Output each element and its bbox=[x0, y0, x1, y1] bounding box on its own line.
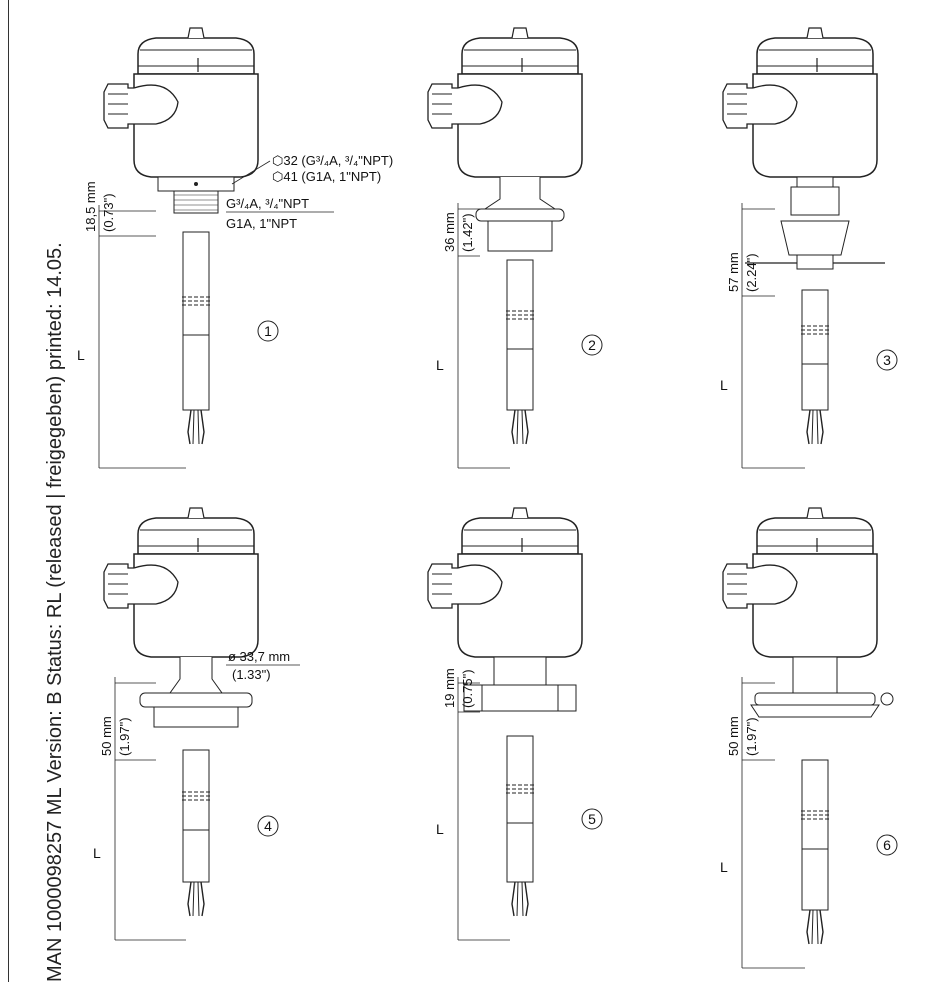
dimension-mm-label: 50 mm bbox=[99, 716, 114, 756]
wrench-size-label-2: ⬡41 (G1A, 1"NPT) bbox=[272, 169, 381, 184]
left-frame-line bbox=[8, 0, 9, 982]
variant-number-label: 5 bbox=[588, 811, 596, 827]
housing-icon bbox=[722, 27, 878, 178]
level-switch-variant-1 bbox=[98, 27, 334, 469]
clamp-ring bbox=[475, 208, 565, 222]
length-label: L bbox=[720, 859, 728, 875]
tuning-fork-icon bbox=[187, 881, 205, 917]
dimension-mm-label: 19 mm bbox=[442, 668, 457, 708]
level-switch-variant-5 bbox=[427, 507, 583, 941]
length-label: L bbox=[436, 821, 444, 837]
tuning-fork-icon bbox=[806, 409, 824, 445]
tuning-fork-icon bbox=[187, 409, 205, 445]
variant-number-label: 2 bbox=[588, 337, 596, 353]
length-label: L bbox=[77, 347, 85, 363]
variant-number-circle bbox=[257, 815, 279, 837]
tuning-fork-icon bbox=[511, 881, 529, 917]
tuning-fork-icon bbox=[511, 409, 529, 445]
variant-number-circle bbox=[581, 334, 603, 356]
housing-icon bbox=[427, 507, 583, 658]
clamp bbox=[754, 692, 876, 706]
dimension-mm-label: 18,5 mm bbox=[83, 181, 98, 232]
flange bbox=[463, 684, 577, 712]
dimension-inch-label: (1.97") bbox=[117, 717, 132, 756]
level-switch-variant-6 bbox=[722, 507, 894, 969]
probe-tube bbox=[506, 259, 534, 411]
variant-number-label: 6 bbox=[883, 837, 891, 853]
variant-number-label: 3 bbox=[883, 352, 891, 368]
thread bbox=[173, 190, 219, 214]
clamp-screw bbox=[880, 692, 894, 706]
housing-icon bbox=[427, 27, 583, 178]
variant-number-circle bbox=[876, 349, 898, 371]
dimension-inch-label: (0.73") bbox=[101, 193, 116, 232]
level-switch-variant-2 bbox=[427, 27, 583, 469]
length-label: L bbox=[436, 357, 444, 373]
probe-tube bbox=[801, 759, 829, 911]
dimension-inch-label: (0.75") bbox=[460, 669, 475, 708]
dimension-mm-label: 50 mm bbox=[726, 716, 741, 756]
housing-icon bbox=[103, 27, 259, 178]
diameter-mm-label: ø 33,7 mm bbox=[228, 649, 290, 664]
hygienic-nut bbox=[139, 692, 253, 708]
variant-number-circle bbox=[581, 808, 603, 830]
level-switch-variant-4 bbox=[103, 507, 300, 941]
length-label: L bbox=[720, 377, 728, 393]
tuning-fork-icon bbox=[806, 909, 824, 945]
cone-adapter bbox=[780, 220, 850, 256]
variant-number-circle bbox=[876, 834, 898, 856]
dimension-inch-label: (1.97") bbox=[744, 717, 759, 756]
variant-number-label: 4 bbox=[264, 818, 272, 834]
variant-number-label: 1 bbox=[264, 323, 272, 339]
housing-icon bbox=[103, 507, 259, 658]
level-switch-variant-3 bbox=[722, 27, 885, 469]
probe-tube bbox=[182, 749, 210, 883]
coupling bbox=[790, 186, 840, 216]
dimension-mm-label: 36 mm bbox=[442, 212, 457, 252]
thread-label-2: G1A, 1"NPT bbox=[226, 216, 297, 231]
dimension-inch-label: (2.24") bbox=[744, 253, 759, 292]
length-label: L bbox=[93, 845, 101, 861]
adapter bbox=[487, 220, 553, 252]
probe-tube bbox=[801, 289, 829, 411]
wrench-size-label-1: ⬡32 (G³/₄A, ³/₄"NPT) bbox=[272, 153, 393, 168]
variant-number-circle bbox=[257, 320, 279, 342]
neck bbox=[483, 177, 557, 210]
thread-label-1: G³/₄A, ³/₄"NPT bbox=[226, 196, 309, 211]
probe-tube bbox=[506, 735, 534, 883]
dimension-mm-label: 57 mm bbox=[726, 252, 741, 292]
dimension-inch-label: (1.42") bbox=[460, 213, 475, 252]
probe-tube bbox=[182, 231, 210, 411]
housing-icon bbox=[722, 507, 878, 658]
diameter-inch-label: (1.33") bbox=[232, 667, 271, 682]
